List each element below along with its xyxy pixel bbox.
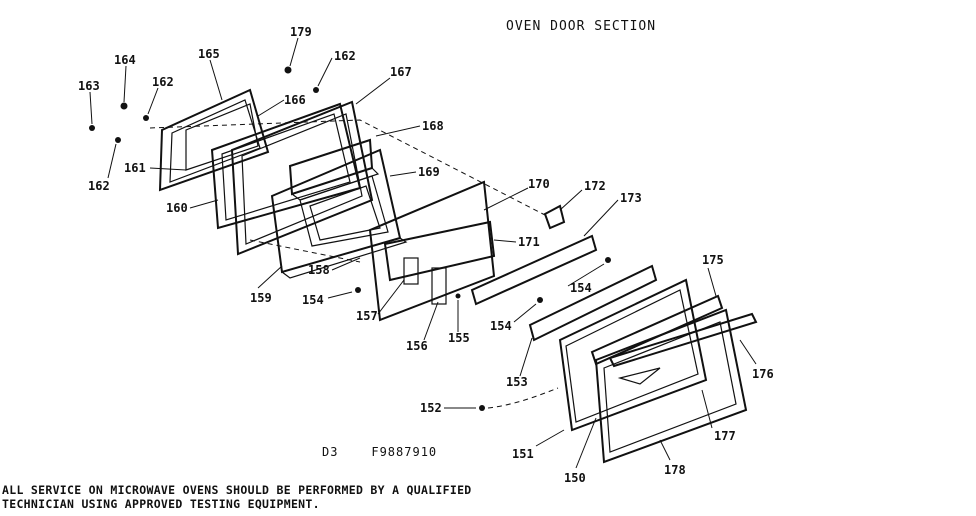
- label-161: 161: [124, 161, 146, 175]
- screw-154c: [537, 297, 543, 303]
- label-158: 158: [308, 263, 330, 277]
- screw-162a: [143, 115, 149, 121]
- label-175: 175: [702, 253, 724, 267]
- screw-154a: [355, 287, 361, 293]
- label-171: 171: [518, 235, 540, 249]
- label-151: 151: [512, 447, 534, 461]
- part-176-handle: [608, 312, 758, 368]
- label-178: 178: [664, 463, 686, 477]
- part-178-door-panel: [594, 308, 748, 464]
- label-173: 173: [620, 191, 642, 205]
- diagram-title: OVEN DOOR SECTION: [506, 19, 656, 34]
- label-159: 159: [250, 291, 272, 305]
- part-165-outer-frame: [158, 88, 270, 192]
- part-160-seal-frame: [210, 102, 362, 230]
- label-150: 150: [564, 471, 586, 485]
- label-163: 163: [78, 79, 100, 93]
- screw-152: [479, 405, 485, 411]
- label-162-b: 162: [334, 49, 356, 63]
- label-168: 168: [422, 119, 444, 133]
- part-167-choke-frame: [230, 100, 374, 256]
- screw-154b: [605, 257, 611, 263]
- screw-155: [455, 293, 461, 299]
- label-176: 176: [752, 367, 774, 381]
- label-170: 170: [528, 177, 550, 191]
- label-157: 157: [356, 309, 378, 323]
- label-169: 169: [418, 165, 440, 179]
- label-164: 164: [114, 53, 136, 67]
- part-171-plate: [383, 220, 496, 282]
- label-155: 155: [448, 331, 470, 345]
- label-177: 177: [714, 429, 736, 443]
- part-172-tab: [543, 204, 566, 230]
- label-162-c: 162: [88, 179, 110, 193]
- label-179: 179: [290, 25, 312, 39]
- part-173-strip: [470, 234, 598, 306]
- label-162-a: 162: [152, 75, 174, 89]
- label-153: 153: [506, 375, 528, 389]
- part-151-door-frame: [558, 278, 708, 432]
- service-note-line2: TECHNICIAN USING APPROVED TESTING EQUIPM…: [2, 497, 320, 511]
- assembly-axis-152: [487, 387, 559, 409]
- leader-lines: [89, 37, 757, 469]
- screw-164: [120, 102, 128, 110]
- assembly-axis-upper: [149, 119, 546, 216]
- part-156-bracket: [431, 267, 447, 305]
- screw-179: [284, 66, 292, 74]
- label-152: 152: [420, 401, 442, 415]
- label-154-c: 154: [490, 319, 512, 333]
- label-160: 160: [166, 201, 188, 215]
- label-156: 156: [406, 339, 428, 353]
- service-note-line1: ALL SERVICE ON MICROWAVE OVENS SHOULD BE…: [2, 483, 472, 497]
- label-166: 166: [284, 93, 306, 107]
- label-154-a: 154: [302, 293, 324, 307]
- screw-162b: [313, 87, 319, 93]
- part-170-main-panel: [368, 180, 496, 322]
- part-175-rail: [590, 294, 724, 366]
- fasteners: [89, 66, 611, 411]
- part-166-inner-plate: [185, 103, 259, 171]
- label-154-b: 154: [570, 281, 592, 295]
- screw-162c: [115, 137, 121, 143]
- part-153-strip: [528, 264, 658, 342]
- label-167: 167: [390, 65, 412, 79]
- label-165: 165: [198, 47, 220, 61]
- label-172: 172: [584, 179, 606, 193]
- part-157-bracket: [403, 257, 419, 285]
- drawing-code: D3 F9887910: [322, 445, 437, 459]
- screw-163: [89, 125, 95, 131]
- assembly-axis-lower: [249, 239, 361, 263]
